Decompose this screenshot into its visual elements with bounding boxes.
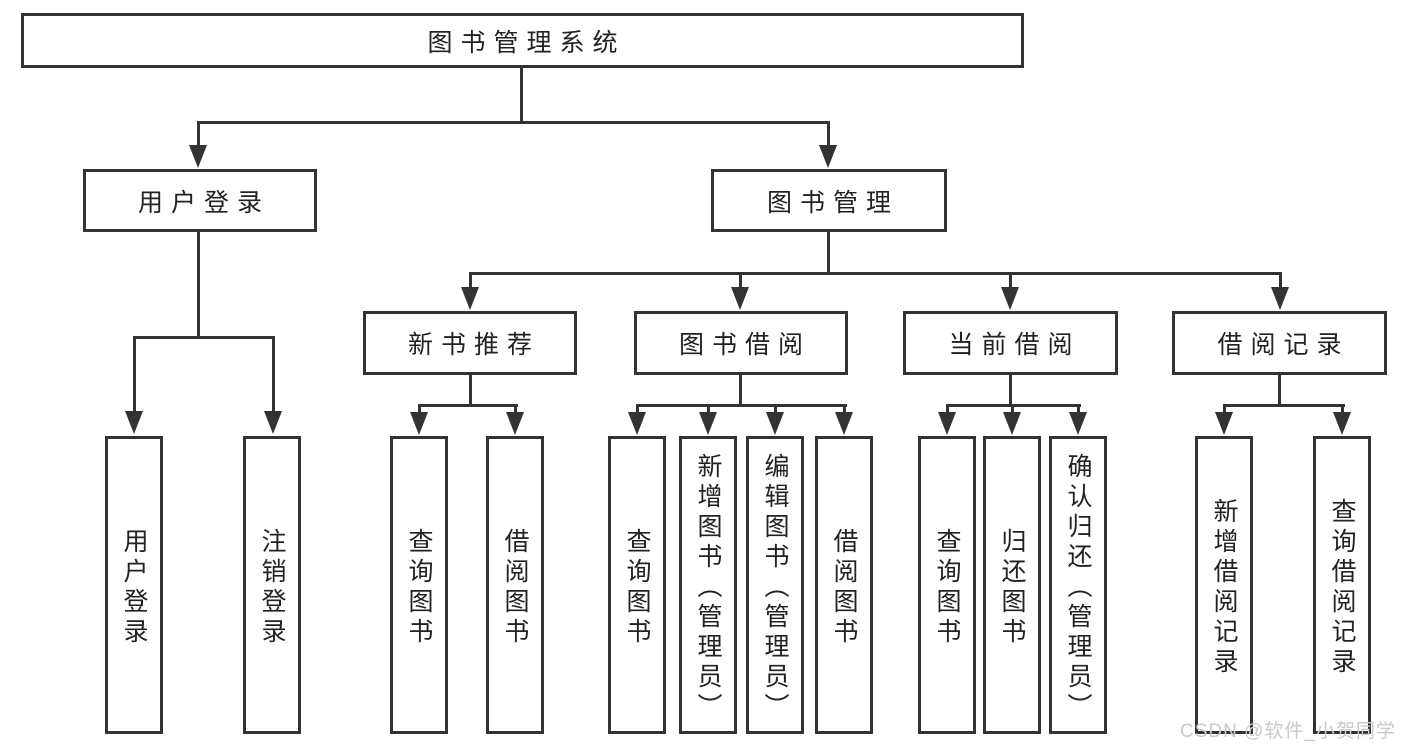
leaf-confirm-return-admin: 确认归还（管理员） bbox=[1049, 436, 1107, 734]
leaf-label: 查询借阅记录 bbox=[1328, 497, 1356, 678]
leaf-query-borrow-record: 查询借阅记录 bbox=[1313, 436, 1371, 734]
leaf-borrow-books-recommend: 借阅图书 bbox=[486, 436, 544, 734]
node-label: 借阅记录 bbox=[1217, 331, 1350, 359]
connector bbox=[843, 404, 846, 414]
connector bbox=[1011, 404, 1014, 414]
leaf-query-books-current: 查询图书 bbox=[918, 436, 976, 734]
node-label: 图书借阅 bbox=[678, 331, 811, 359]
connector bbox=[520, 68, 523, 121]
connector bbox=[1009, 272, 1012, 289]
node-root: 图书管理系统 bbox=[21, 13, 1024, 68]
arrow-down-icon bbox=[264, 411, 282, 434]
connector bbox=[1077, 404, 1080, 414]
connector bbox=[272, 336, 275, 412]
leaf-label: 确认归还（管理员） bbox=[1064, 452, 1092, 723]
arrow-down-icon bbox=[1069, 412, 1087, 435]
connector bbox=[469, 272, 472, 289]
leaf-return-book: 归还图书 bbox=[983, 436, 1041, 734]
connector bbox=[1009, 374, 1012, 405]
connector bbox=[1279, 272, 1282, 289]
leaf-label: 查询图书 bbox=[623, 527, 651, 648]
node-user-login: 用户登录 bbox=[83, 169, 317, 232]
leaf-add-borrow-record: 新增借阅记录 bbox=[1195, 436, 1253, 734]
connector bbox=[636, 404, 847, 407]
connector bbox=[1341, 404, 1344, 414]
arrow-down-icon bbox=[1271, 287, 1289, 310]
leaf-label: 归还图书 bbox=[998, 527, 1026, 648]
connector bbox=[707, 404, 710, 414]
connector bbox=[418, 404, 421, 414]
connector bbox=[774, 404, 777, 414]
node-label: 当前借阅 bbox=[948, 331, 1081, 359]
arrow-down-icon bbox=[1215, 412, 1233, 435]
connector bbox=[469, 272, 1282, 275]
leaf-label: 用户登录 bbox=[120, 527, 148, 648]
leaf-label: 查询图书 bbox=[405, 527, 433, 648]
node-book-borrow: 图书借阅 bbox=[634, 311, 848, 375]
leaf-user-login: 用户登录 bbox=[105, 436, 163, 734]
node-book-management: 图书管理 bbox=[711, 169, 947, 232]
connector bbox=[469, 374, 472, 405]
connector bbox=[739, 272, 742, 289]
arrow-down-icon bbox=[410, 412, 428, 435]
arrow-down-icon bbox=[506, 412, 524, 435]
arrow-down-icon bbox=[628, 412, 646, 435]
csdn-watermark: CSDN @软件_小贺同学 bbox=[1180, 721, 1396, 742]
arrow-down-icon bbox=[1333, 412, 1351, 435]
leaf-borrow-books: 借阅图书 bbox=[815, 436, 873, 734]
node-label: 图书管理系统 bbox=[427, 28, 626, 57]
arrow-down-icon bbox=[766, 412, 784, 435]
leaf-label: 借阅图书 bbox=[830, 527, 858, 648]
arrow-down-icon bbox=[699, 412, 717, 435]
node-label: 用户登录 bbox=[137, 188, 270, 217]
leaf-query-books-recommend: 查询图书 bbox=[390, 436, 448, 734]
node-borrow-records: 借阅记录 bbox=[1172, 311, 1387, 375]
connector bbox=[418, 404, 518, 407]
node-current-borrow: 当前借阅 bbox=[903, 311, 1118, 375]
leaf-query-books-borrow: 查询图书 bbox=[608, 436, 666, 734]
arrow-down-icon bbox=[835, 412, 853, 435]
connector bbox=[1223, 404, 1226, 414]
leaf-label: 编辑图书（管理员） bbox=[761, 452, 789, 723]
connector bbox=[133, 336, 136, 412]
arrow-down-icon bbox=[1001, 287, 1019, 310]
connector bbox=[197, 232, 200, 336]
connector bbox=[827, 232, 830, 272]
leaf-add-book-admin: 新增图书（管理员） bbox=[679, 436, 737, 734]
leaf-edit-book-admin: 编辑图书（管理员） bbox=[746, 436, 804, 734]
leaf-label: 借阅图书 bbox=[501, 527, 529, 648]
arrow-down-icon bbox=[1003, 412, 1021, 435]
leaf-label: 新增图书（管理员） bbox=[694, 452, 722, 723]
connector bbox=[197, 121, 200, 147]
leaf-label: 新增借阅记录 bbox=[1210, 497, 1238, 678]
node-label: 新书推荐 bbox=[407, 331, 540, 359]
leaf-label: 注销登录 bbox=[258, 527, 286, 648]
connector bbox=[636, 404, 639, 414]
arrow-down-icon bbox=[189, 145, 207, 168]
arrow-down-icon bbox=[125, 411, 143, 434]
connector bbox=[946, 404, 949, 414]
connector bbox=[514, 404, 517, 414]
leaf-logout: 注销登录 bbox=[243, 436, 301, 734]
node-label: 图书管理 bbox=[766, 188, 899, 217]
arrow-down-icon bbox=[938, 412, 956, 435]
connector bbox=[1223, 404, 1345, 407]
arrow-down-icon bbox=[731, 287, 749, 310]
connector bbox=[739, 374, 742, 405]
connector bbox=[827, 121, 830, 147]
connector bbox=[1278, 374, 1281, 405]
leaf-label: 查询图书 bbox=[933, 527, 961, 648]
connector bbox=[133, 336, 275, 339]
arrow-down-icon bbox=[461, 287, 479, 310]
connector bbox=[197, 121, 830, 124]
node-new-book-recommend: 新书推荐 bbox=[363, 311, 577, 375]
arrow-down-icon bbox=[819, 145, 837, 168]
